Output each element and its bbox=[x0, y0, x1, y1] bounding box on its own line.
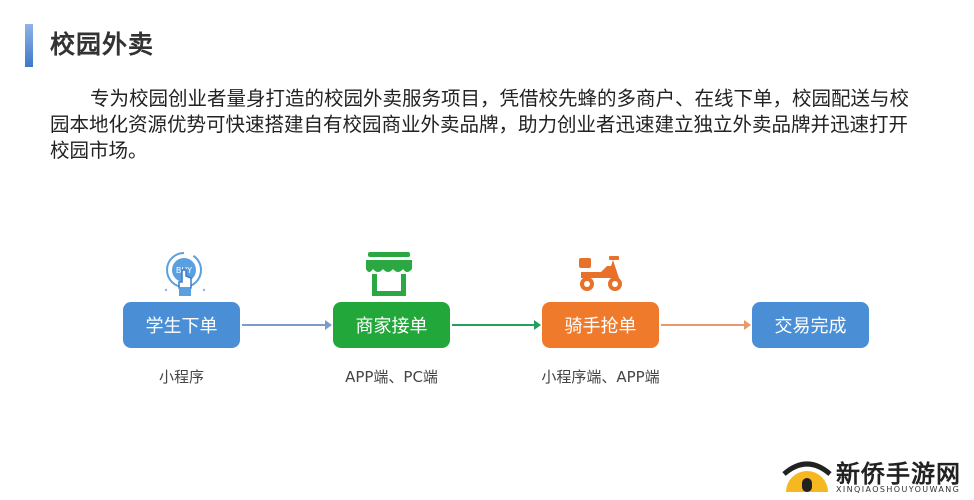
watermark-logo: 新侨手游网 XINQIAOSHOUYOUWANG bbox=[782, 452, 962, 496]
page-title: 校园外卖 bbox=[50, 30, 155, 59]
intro-paragraph: 专为校园创业者量身打造的校园外卖服务项目，凭借校先蜂的多商户、在线下单，校园配送… bbox=[50, 87, 910, 162]
step-transaction-complete: 交易完成 bbox=[752, 302, 869, 348]
step-label: 交易完成 bbox=[774, 316, 847, 337]
step-student-order: 学生下单 bbox=[123, 302, 240, 348]
step-label: 学生下单 bbox=[145, 316, 218, 337]
title-accent-bar bbox=[25, 24, 33, 67]
step-platform-2: APP端、PC端 bbox=[345, 368, 438, 386]
buy-hand-icon: BUY bbox=[164, 252, 206, 296]
step-rider-grab: 骑手抢单 bbox=[542, 302, 659, 348]
step-merchant-accept: 商家接单 bbox=[333, 302, 450, 348]
step-label: 商家接单 bbox=[355, 316, 428, 337]
watermark-name: 新侨手游网 bbox=[836, 459, 961, 488]
scooter-icon bbox=[579, 256, 622, 291]
step-label: 骑手抢单 bbox=[564, 316, 637, 337]
watermark-pinyin: XINQIAOSHOUYOUWANG bbox=[836, 485, 961, 494]
arrow-1 bbox=[242, 320, 332, 330]
step-platform-1: 小程序 bbox=[158, 368, 204, 386]
storefront-icon bbox=[366, 252, 412, 296]
step-platform-3: 小程序端、APP端 bbox=[541, 368, 660, 386]
arrow-2 bbox=[452, 320, 541, 330]
arrow-3 bbox=[661, 320, 751, 330]
house-logo-icon bbox=[782, 461, 832, 492]
